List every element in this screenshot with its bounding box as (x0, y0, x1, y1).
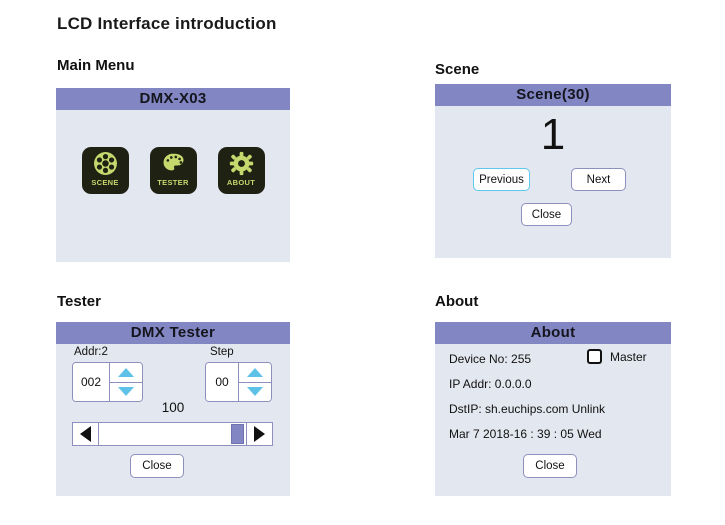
slider-increase-button[interactable] (246, 423, 272, 445)
step-stepper[interactable]: 00 (205, 362, 272, 402)
ip-addr-text: IP Addr: 0.0.0.0 (449, 377, 532, 391)
dst-ip-text: DstIP: sh.euchips.com Unlink (449, 402, 606, 416)
addr-label: Addr:2 (74, 346, 108, 358)
tester-close-button[interactable]: Close (130, 454, 184, 478)
level-slider[interactable] (72, 422, 273, 446)
addr-stepper-arrows (109, 363, 142, 401)
next-button[interactable]: Next (571, 168, 626, 191)
slider-value-display: 100 (161, 400, 185, 415)
addr-stepper[interactable]: 002 (72, 362, 143, 402)
scene-number-display: 1 (540, 110, 566, 159)
step-increment-button[interactable] (239, 363, 271, 382)
master-label: Master (610, 349, 647, 364)
step-decrement-button[interactable] (239, 381, 271, 401)
tile-about[interactable]: ABOUT (217, 147, 265, 194)
panel-about-body: Device No: 255 Master IP Addr: 0.0.0.0 D… (435, 344, 671, 496)
previous-button[interactable]: Previous (473, 168, 530, 191)
panel-main-menu-body: SCENE TESTER (56, 110, 290, 262)
step-value[interactable]: 00 (206, 363, 238, 401)
addr-increment-button[interactable] (110, 363, 142, 382)
master-checkbox[interactable] (587, 349, 602, 364)
panel-tester-title: DMX Tester (56, 322, 290, 344)
addr-value[interactable]: 002 (73, 363, 109, 401)
triangle-up-icon (247, 367, 263, 377)
section-caption-scene: Scene (435, 61, 480, 78)
panel-tester-body: Addr:2 Step 002 00 (56, 344, 290, 496)
panel-about-title: About (435, 322, 671, 344)
slider-track[interactable] (99, 423, 246, 445)
tile-scene[interactable]: SCENE (81, 147, 129, 194)
tile-scene-label: SCENE (91, 178, 119, 187)
slider-thumb[interactable] (231, 424, 244, 444)
section-caption-about: About (435, 293, 479, 310)
panel-scene: Scene(30) 1 Previous Next Close (435, 84, 671, 258)
master-checkbox-row[interactable]: Master (587, 349, 647, 364)
section-caption-main-menu: Main Menu (57, 57, 135, 74)
gear-icon (229, 151, 254, 176)
about-close-button[interactable]: Close (523, 454, 577, 478)
tile-tester[interactable]: TESTER (149, 147, 197, 194)
section-caption-tester: Tester (57, 293, 101, 310)
panel-scene-title: Scene(30) (435, 84, 671, 106)
device-no-text: Device No: 255 (449, 352, 532, 366)
tile-tester-label: TESTER (157, 178, 189, 187)
palette-icon (161, 151, 186, 176)
panel-tester: DMX Tester Addr:2 Step 002 00 (56, 322, 290, 496)
addr-decrement-button[interactable] (110, 381, 142, 401)
main-menu-tile-row: SCENE TESTER (56, 147, 290, 194)
triangle-right-icon (254, 426, 265, 442)
panel-scene-body: 1 Previous Next Close (435, 106, 671, 258)
slider-decrease-button[interactable] (73, 423, 99, 445)
triangle-left-icon (80, 426, 91, 442)
panel-main-menu: DMX-X03 SCENE (56, 88, 290, 262)
scene-close-button[interactable]: Close (521, 203, 572, 226)
triangle-up-icon (118, 367, 134, 377)
step-stepper-arrows (238, 363, 271, 401)
triangle-down-icon (247, 387, 263, 397)
datetime-text: Mar 7 2018-16 : 39 : 05 Wed (449, 427, 602, 441)
panel-main-menu-title: DMX-X03 (56, 88, 290, 110)
step-label: Step (210, 346, 234, 358)
tile-about-label: ABOUT (226, 178, 256, 187)
triangle-down-icon (118, 387, 134, 397)
panel-about: About Device No: 255 Master IP Addr: 0.0… (435, 322, 671, 496)
film-reel-icon (93, 151, 118, 176)
page-title: LCD Interface introduction (57, 14, 277, 33)
